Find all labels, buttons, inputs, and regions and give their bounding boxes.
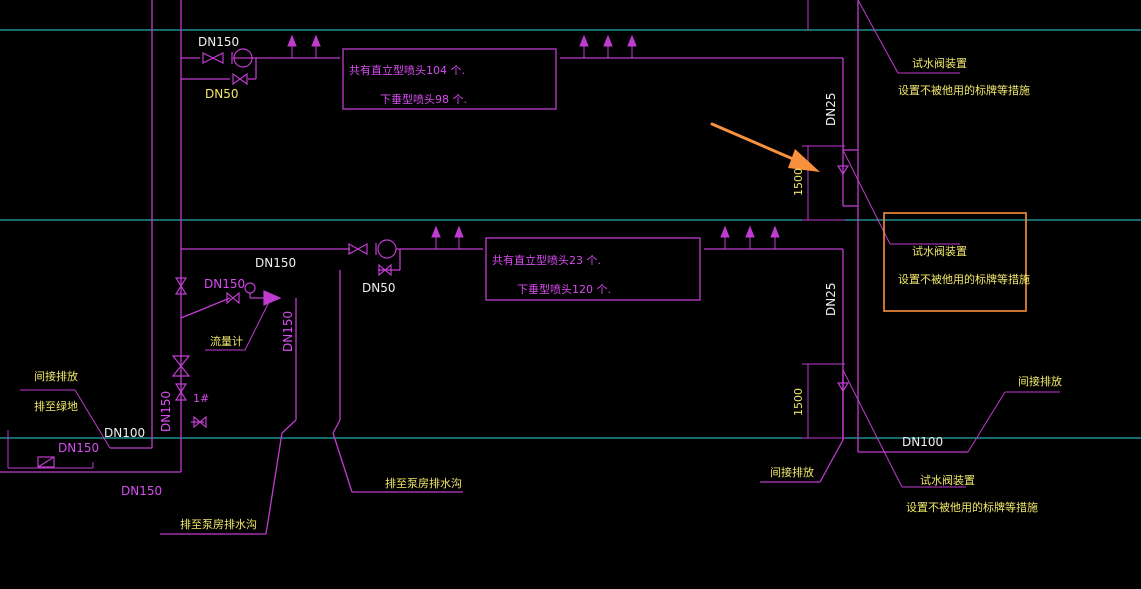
indirect-drain-right: 间接排放 <box>1018 374 1062 388</box>
valve-icon <box>174 277 188 295</box>
valves <box>37 48 850 468</box>
valve-icon <box>226 291 240 305</box>
upper-main-dn: DN150 <box>198 35 239 49</box>
to-green-space: 排至绿地 <box>34 399 78 413</box>
sprinkler-head-icon <box>454 225 464 249</box>
indirect-drain-left: 间接排放 <box>34 369 78 383</box>
sprinkler-head-icon <box>579 34 589 58</box>
sprinkler-head-icon <box>311 34 321 58</box>
flow-dn: DN150 <box>204 277 245 291</box>
valve-icon <box>836 382 850 393</box>
sprinkler-head-icon <box>720 225 730 249</box>
lower-spacing: 1500 <box>792 388 805 416</box>
leader-lines <box>7 0 1060 488</box>
pump-room-drain-left: 排至泵房排水沟 <box>180 517 257 531</box>
check-valve-icon <box>378 263 392 277</box>
lower-box-line1: 共有直立型喷头23 个. <box>492 253 601 267</box>
sprinkler-head-icon <box>627 34 637 58</box>
upper-box-line2: 下垂型喷头98 个. <box>380 92 467 106</box>
pump-number: 1# <box>193 392 209 405</box>
lower-box-line2: 下垂型喷头120 个. <box>517 282 611 296</box>
lower-riser-dn: DN25 <box>824 283 838 317</box>
vertical-dn150: DN150 <box>281 311 295 352</box>
anti-use-note-1: 设置不被他用的标牌等措施 <box>898 83 1030 97</box>
left-dn150-bottom: DN150 <box>121 484 162 498</box>
flowmeter-icon <box>263 290 282 306</box>
lower-main-dn: DN150 <box>255 256 296 270</box>
flowmeter-label: 流量计 <box>210 334 243 348</box>
floor-lines <box>0 29 1141 439</box>
dimension-marks <box>802 0 845 439</box>
sprinkler-head-icon <box>745 225 755 249</box>
test-valve-note-2: 试水阀装置 <box>912 244 967 258</box>
valve-icon <box>836 165 850 176</box>
pump-icon <box>375 239 397 259</box>
test-valve-note-1: 试水阀装置 <box>912 56 967 70</box>
drain-box-icon <box>37 456 55 468</box>
test-valve-note-3: 试水阀装置 <box>920 473 975 487</box>
pipe-network <box>0 0 968 535</box>
lower-branch-dn: DN50 <box>362 281 396 295</box>
check-valve-icon <box>232 72 248 86</box>
valve-icon <box>174 383 188 401</box>
valve-icon <box>202 52 224 64</box>
arrow-icon <box>710 122 820 172</box>
valve-icon <box>193 415 207 429</box>
highlight-box <box>883 212 1027 312</box>
valve-icon <box>171 355 191 377</box>
left-dn100: DN100 <box>104 426 145 440</box>
sprinkler-head-icon <box>603 34 613 58</box>
pump-icon <box>231 48 253 68</box>
left-dn150-small: DN150 <box>58 441 99 455</box>
valve-icon <box>348 242 368 256</box>
riser-dn150: DN150 <box>159 391 173 432</box>
upper-spacing: 1500 <box>792 168 805 196</box>
sprinkler-head-icon <box>770 225 780 249</box>
upper-riser-dn: DN25 <box>824 93 838 127</box>
right-dn100: DN100 <box>902 435 943 449</box>
anti-use-note-3: 设置不被他用的标牌等措施 <box>906 500 1038 514</box>
gauge-icon <box>244 282 256 298</box>
sprinkler-head-icon <box>431 225 441 249</box>
sprinkler-heads <box>287 34 780 249</box>
pump-room-drain-center: 排至泵房排水沟 <box>385 476 462 490</box>
indirect-drain-lower: 间接排放 <box>770 465 814 479</box>
upper-branch-dn: DN50 <box>205 87 239 101</box>
sprinkler-head-icon <box>287 34 297 58</box>
upper-box-line1: 共有直立型喷头104 个. <box>349 63 465 77</box>
anti-use-note-2: 设置不被他用的标牌等措施 <box>898 272 1030 286</box>
